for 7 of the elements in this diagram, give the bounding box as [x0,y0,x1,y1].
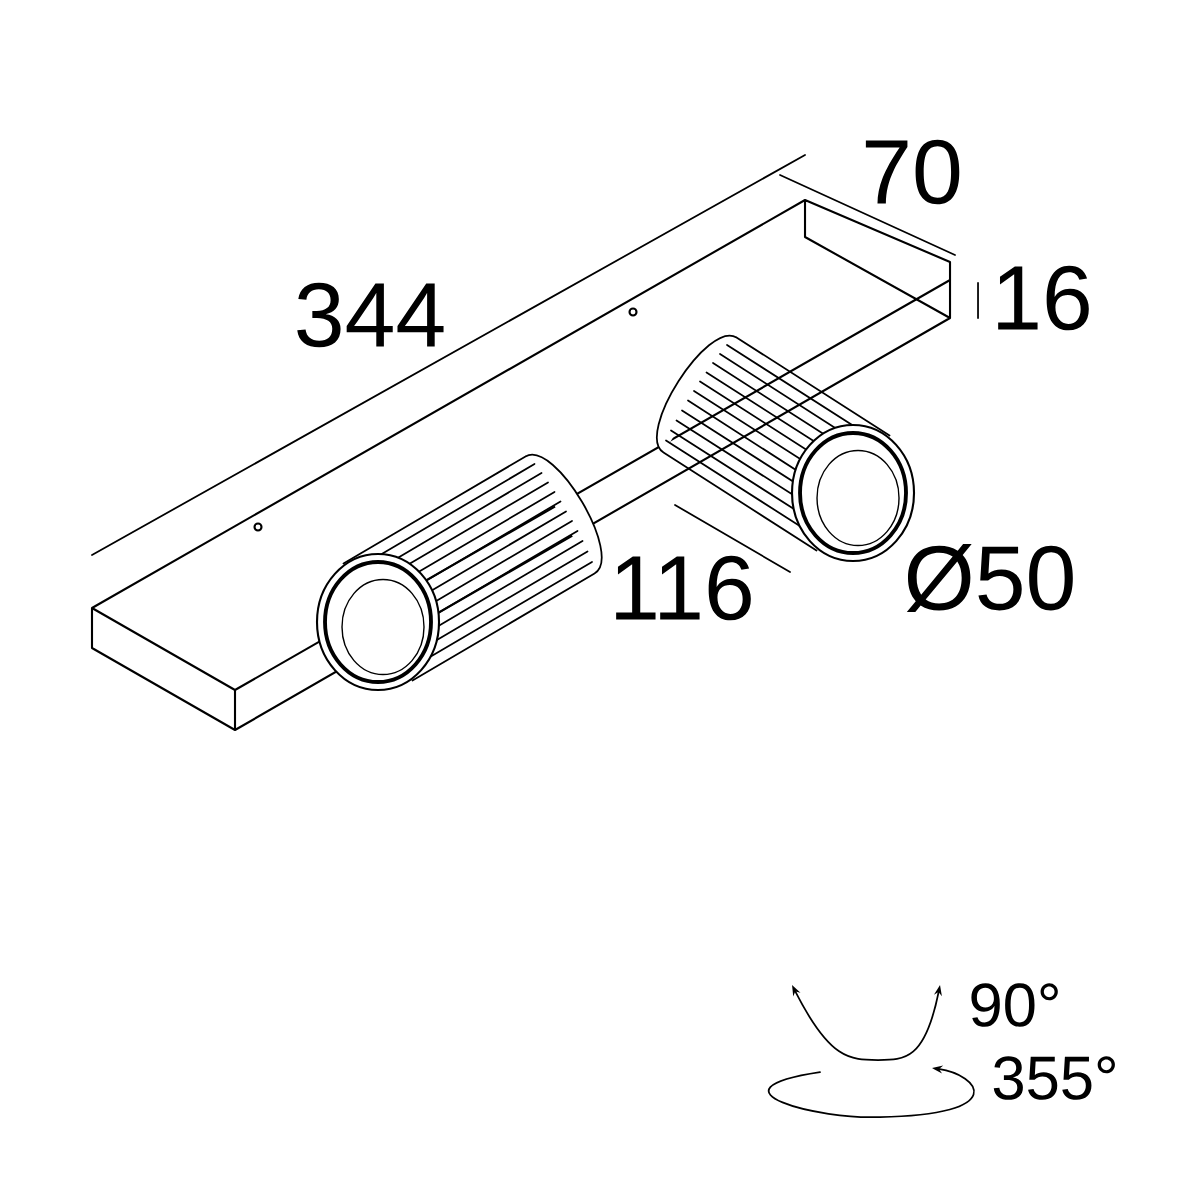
dimension-label: 116 [616,555,751,621]
dimension-label: 344 [297,282,444,348]
dimension-label: 90° [971,983,1058,1027]
dimension-label: 16 [998,265,1089,331]
dimension-label: 355° [993,1056,1115,1100]
dimension-label: Ø50 [906,544,1073,612]
dimension-label: 70 [865,139,960,205]
